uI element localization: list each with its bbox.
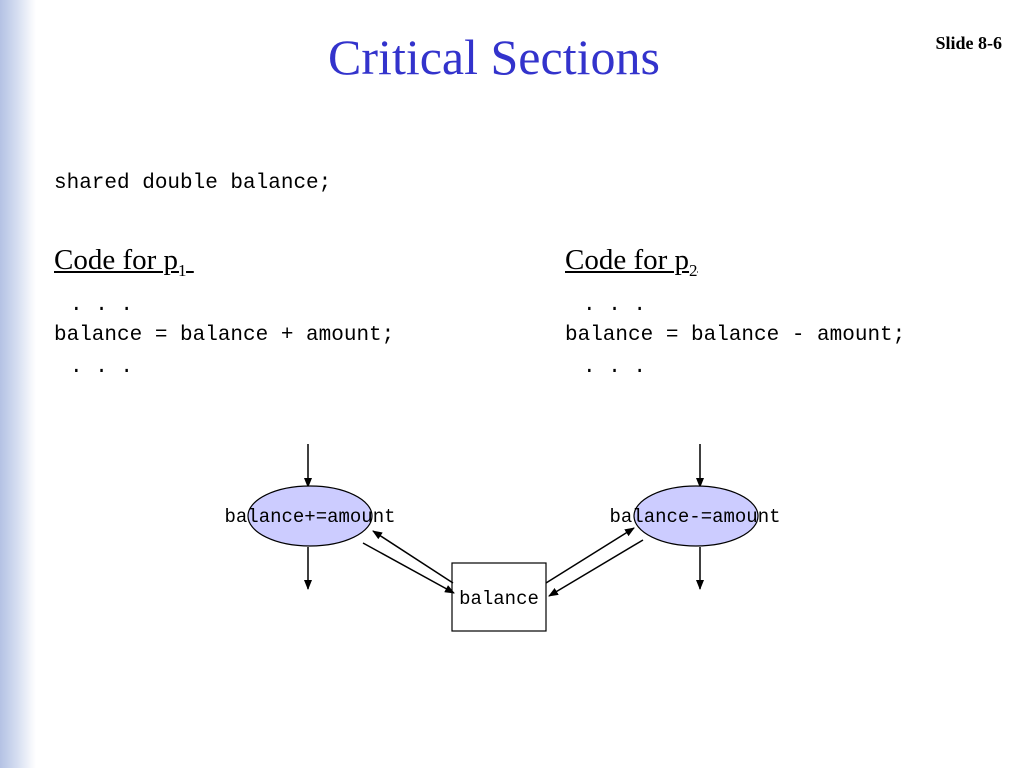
p1-process-ellipse: [247, 485, 373, 547]
p2-write-arrow: [548, 539, 644, 597]
p2-heading-text: Code for p: [565, 244, 690, 276]
slide-title: Critical Sections: [328, 29, 660, 85]
balance-box: [451, 562, 547, 632]
p2-statement: balance = balance - amount;: [565, 324, 906, 347]
p2-process-ellipse: [633, 485, 759, 547]
p1-write-arrow: [362, 542, 455, 594]
p1-heading: Code for p1: [54, 244, 194, 281]
p1-ellipsis-top: . . .: [70, 294, 134, 317]
p1-heading-text: Code for p: [54, 244, 179, 276]
p1-op-label: balance+=amount: [224, 506, 395, 528]
p2-read-arrow: [545, 527, 635, 584]
p1-ellipsis-bottom: . . .: [70, 356, 134, 379]
p1-read-arrow: [372, 530, 454, 584]
p2-ellipsis-bottom: . . .: [583, 356, 647, 379]
decorative-side-bar: [0, 0, 36, 768]
p2-ellipsis-top: . . .: [583, 294, 647, 317]
p2-heading: Code for p2: [565, 244, 698, 281]
p1-statement: balance = balance + amount;: [54, 324, 395, 347]
p1-subscript: 1: [178, 260, 187, 280]
p2-subscript: 2: [689, 260, 698, 280]
slide-number: Slide 8-6: [935, 33, 1002, 53]
p2-op-label: balance-=amount: [609, 506, 780, 528]
shared-declaration: shared double balance;: [54, 172, 332, 195]
balance-label: balance: [459, 588, 539, 610]
